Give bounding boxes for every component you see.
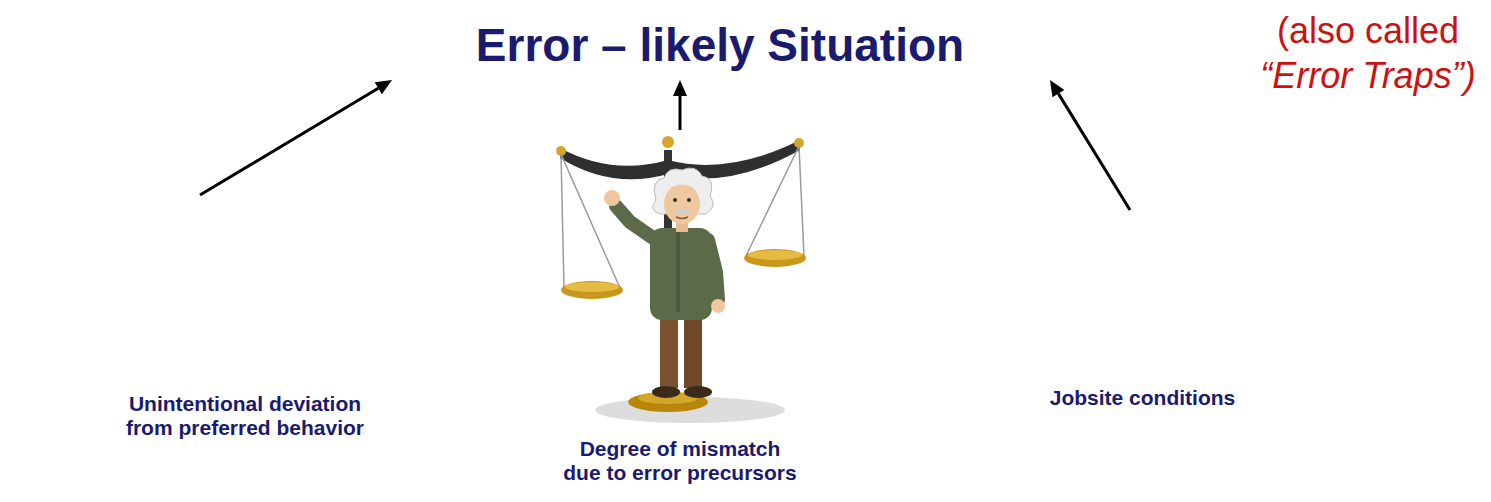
arrow-head [375,80,392,94]
node-text: Degree of mismatch due to error precurso… [561,437,799,485]
node-text: Error – likely Situation [476,19,964,72]
alias-note: (also called “Error Traps”) [1248,8,1488,98]
connector-line [200,88,378,195]
connector-arrow [1050,80,1130,210]
arrow-head [1050,80,1064,97]
cause-label: Jobsite conditions [1040,210,1245,410]
heading-node: Error – likely Situation [380,10,1060,80]
connector-line [1058,94,1130,210]
node-text: Jobsite conditions [1050,386,1236,410]
arrow-head [673,80,687,96]
node-text: Unintentional deviation from preferred b… [114,392,376,440]
cause-label: Unintentional deviation from preferred b… [112,195,378,440]
connector-line [679,96,682,130]
connector-arrow [200,80,392,195]
balance-caption: Degree of mismatch due to error precurso… [559,130,801,485]
connector-arrow [673,80,687,130]
